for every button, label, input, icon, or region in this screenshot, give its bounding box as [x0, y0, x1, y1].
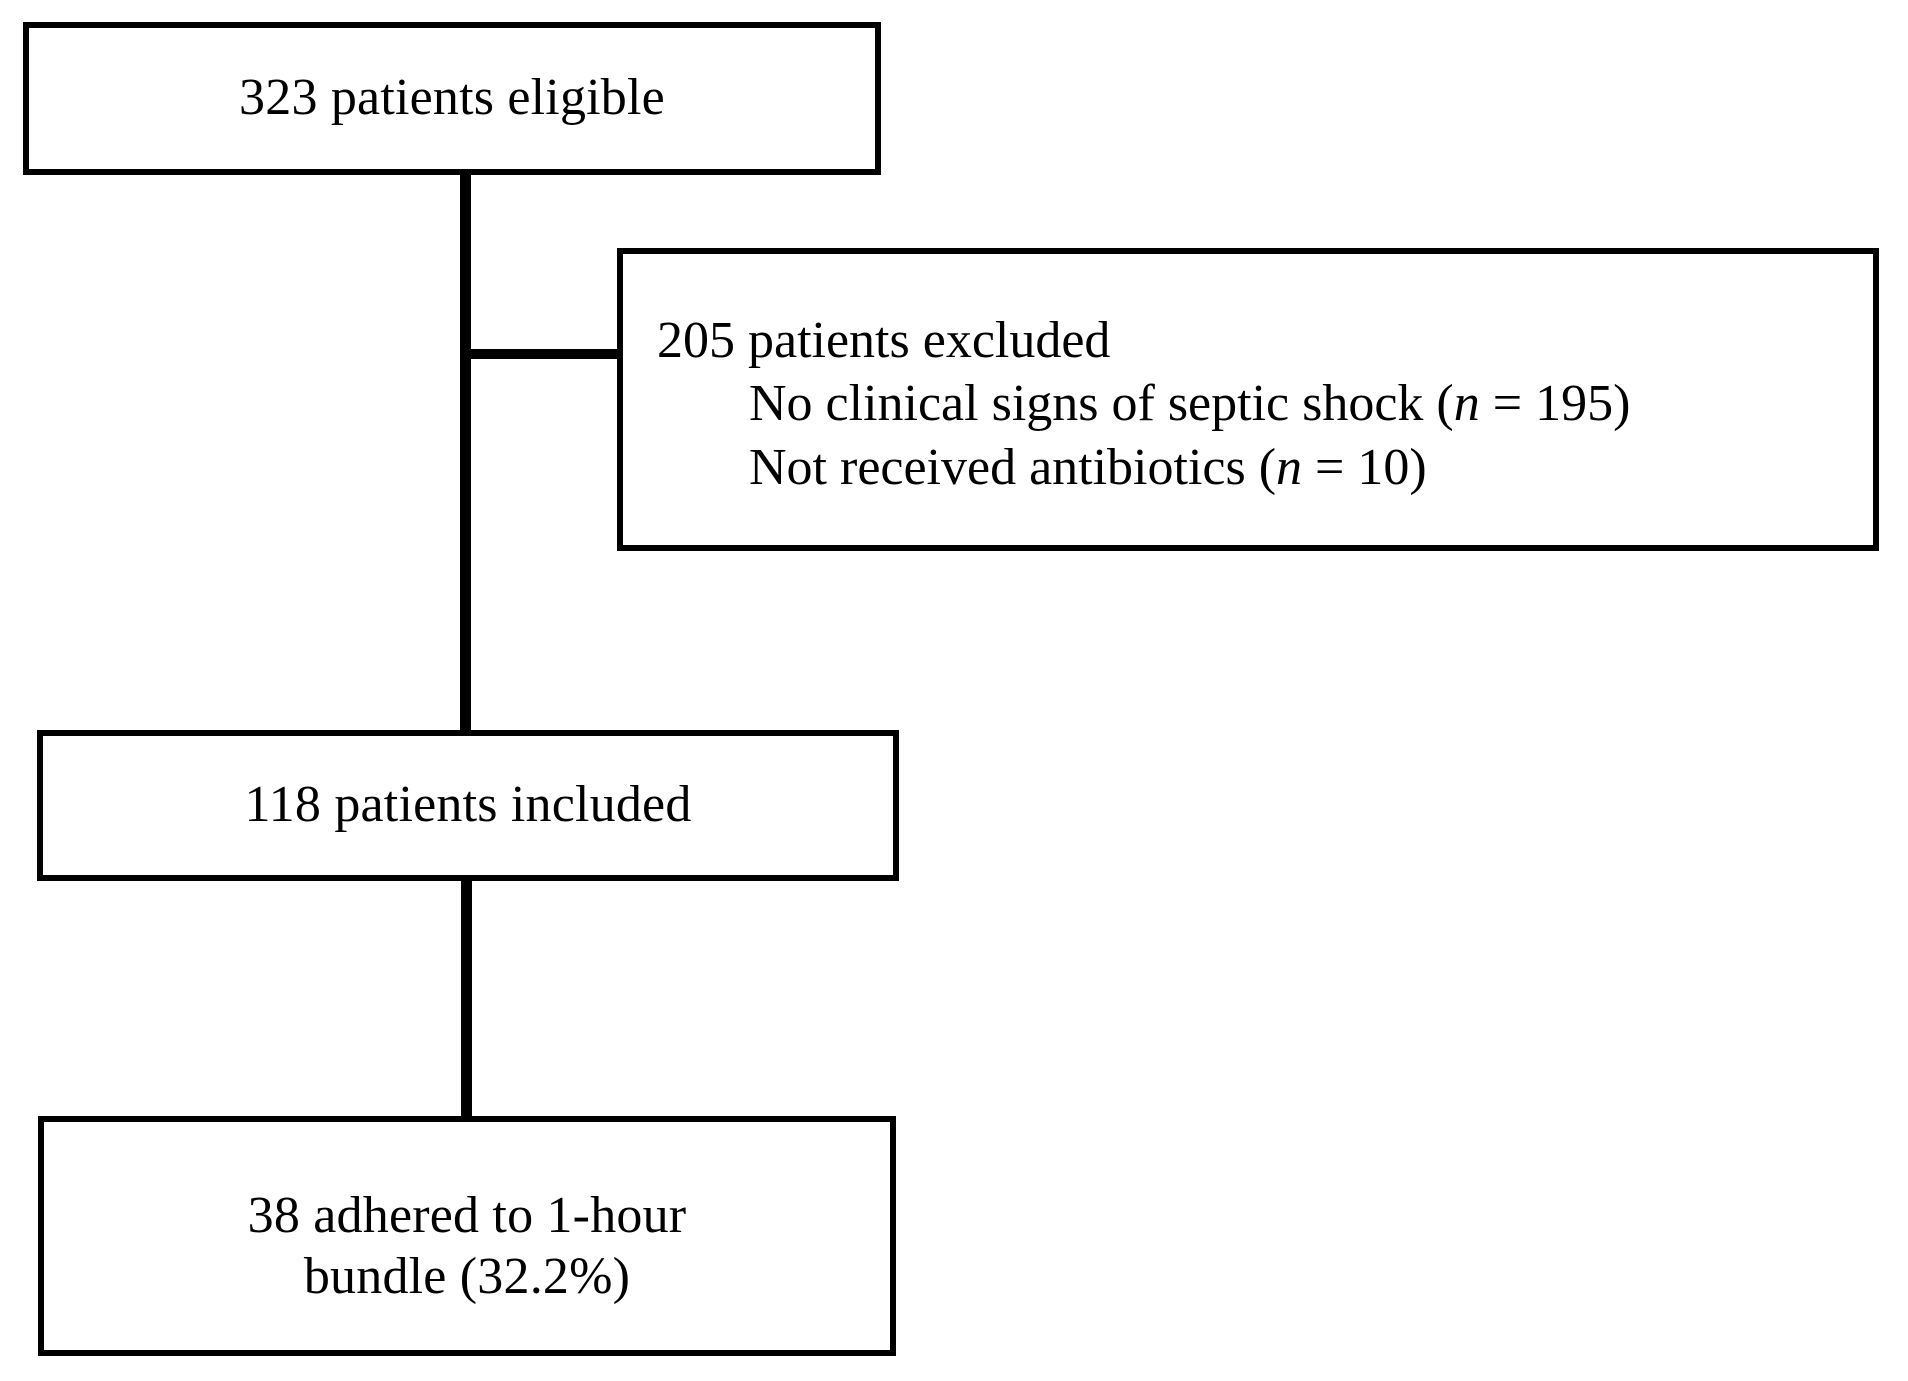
node-eligible: 323 patients eligible [23, 22, 881, 175]
connector-eligible-to-excluded [460, 349, 623, 359]
reason-2-n-symbol: n [1276, 438, 1303, 496]
node-adhered-line-2: bundle (32.2%) [303, 1248, 631, 1306]
node-included-label: 118 patients included [244, 776, 692, 833]
node-included: 118 patients included [37, 730, 899, 881]
node-excluded: 205 patients excluded No clinical signs … [617, 248, 1879, 551]
node-excluded-heading: 205 patients excluded [657, 312, 1111, 369]
node-excluded-content: 205 patients excluded No clinical signs … [657, 309, 1863, 499]
reason-2-text-after: = 10) [1302, 438, 1427, 496]
node-eligible-label: 323 patients eligible [239, 69, 665, 126]
connector-included-to-adhered [461, 875, 472, 1121]
reason-1-text-after: = 195) [1479, 375, 1631, 433]
node-adhered-line-1: 38 adhered to 1-hour [247, 1187, 687, 1244]
connector-eligible-to-included [460, 170, 471, 738]
node-excluded-reason-1: No clinical signs of septic shock (n = 1… [657, 372, 1863, 435]
reason-1-text-before: No clinical signs of septic shock ( [749, 375, 1454, 433]
reason-1-n-symbol: n [1453, 375, 1480, 433]
reason-2-text-before: Not received antibiotics ( [749, 438, 1277, 496]
node-excluded-reason-2: Not received antibiotics (n = 10) [657, 436, 1863, 499]
